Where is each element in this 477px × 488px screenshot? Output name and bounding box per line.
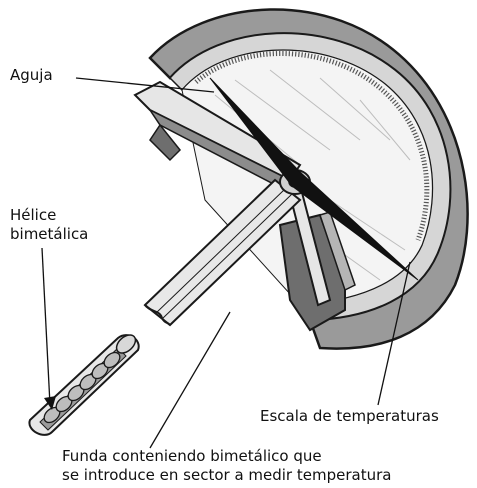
label-funda: Funda conteniendo bimetálico que se intr… xyxy=(62,447,391,485)
label-helice-line1: Hélice xyxy=(10,206,88,225)
label-helice-bimetalica: Hélice bimetálica xyxy=(10,206,88,244)
leader-helice xyxy=(42,248,50,405)
label-funda-line2: se introduce en sector a medir temperatu… xyxy=(62,466,391,485)
label-aguja: Aguja xyxy=(10,66,53,85)
label-helice-line2: bimetálica xyxy=(10,225,88,244)
stem-lower-cutaway xyxy=(29,331,138,434)
label-funda-line1: Funda conteniendo bimetálico que xyxy=(62,447,391,466)
leader-funda xyxy=(150,312,230,448)
label-escala-temperaturas: Escala de temperaturas xyxy=(260,407,439,426)
